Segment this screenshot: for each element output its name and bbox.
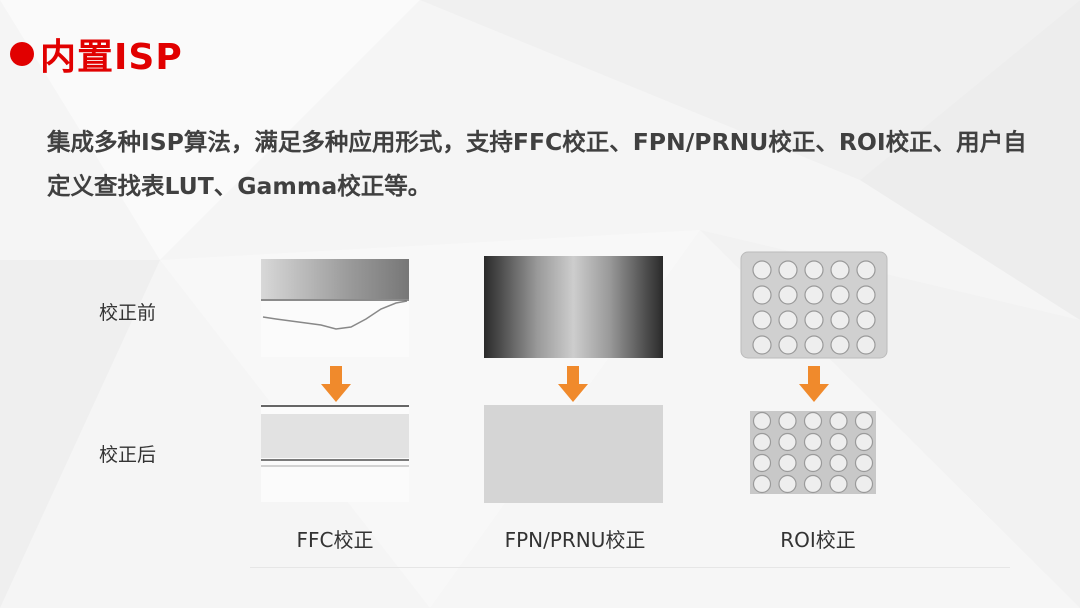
roi-before-image xyxy=(740,251,888,359)
fpn-after-image xyxy=(484,405,663,503)
col-label-roi: ROI校正 xyxy=(780,528,856,552)
bullet-dot-icon xyxy=(10,42,34,66)
title-text: 内置ISP xyxy=(40,37,183,78)
ffc-after-image xyxy=(261,404,409,502)
description-text: 集成多种ISP算法，满足多种应用形式，支持FFC校正、FPN/PRNU校正、RO… xyxy=(47,128,1027,200)
arrow-down-icon xyxy=(799,366,829,402)
ffc-before-image xyxy=(261,259,409,357)
col-label-fpn-prnu: FPN/PRNU校正 xyxy=(504,528,646,552)
arrow-down-icon xyxy=(321,366,351,402)
slide-title: 内置ISP xyxy=(10,28,183,80)
divider-line xyxy=(250,567,1010,568)
row-label-after: 校正后 xyxy=(99,444,157,466)
row-label-before: 校正前 xyxy=(99,302,157,324)
col-label-ffc: FFC校正 xyxy=(296,528,374,552)
roi-after-image xyxy=(750,411,876,494)
fpn-before-image xyxy=(484,256,663,358)
arrow-down-icon xyxy=(558,366,588,402)
